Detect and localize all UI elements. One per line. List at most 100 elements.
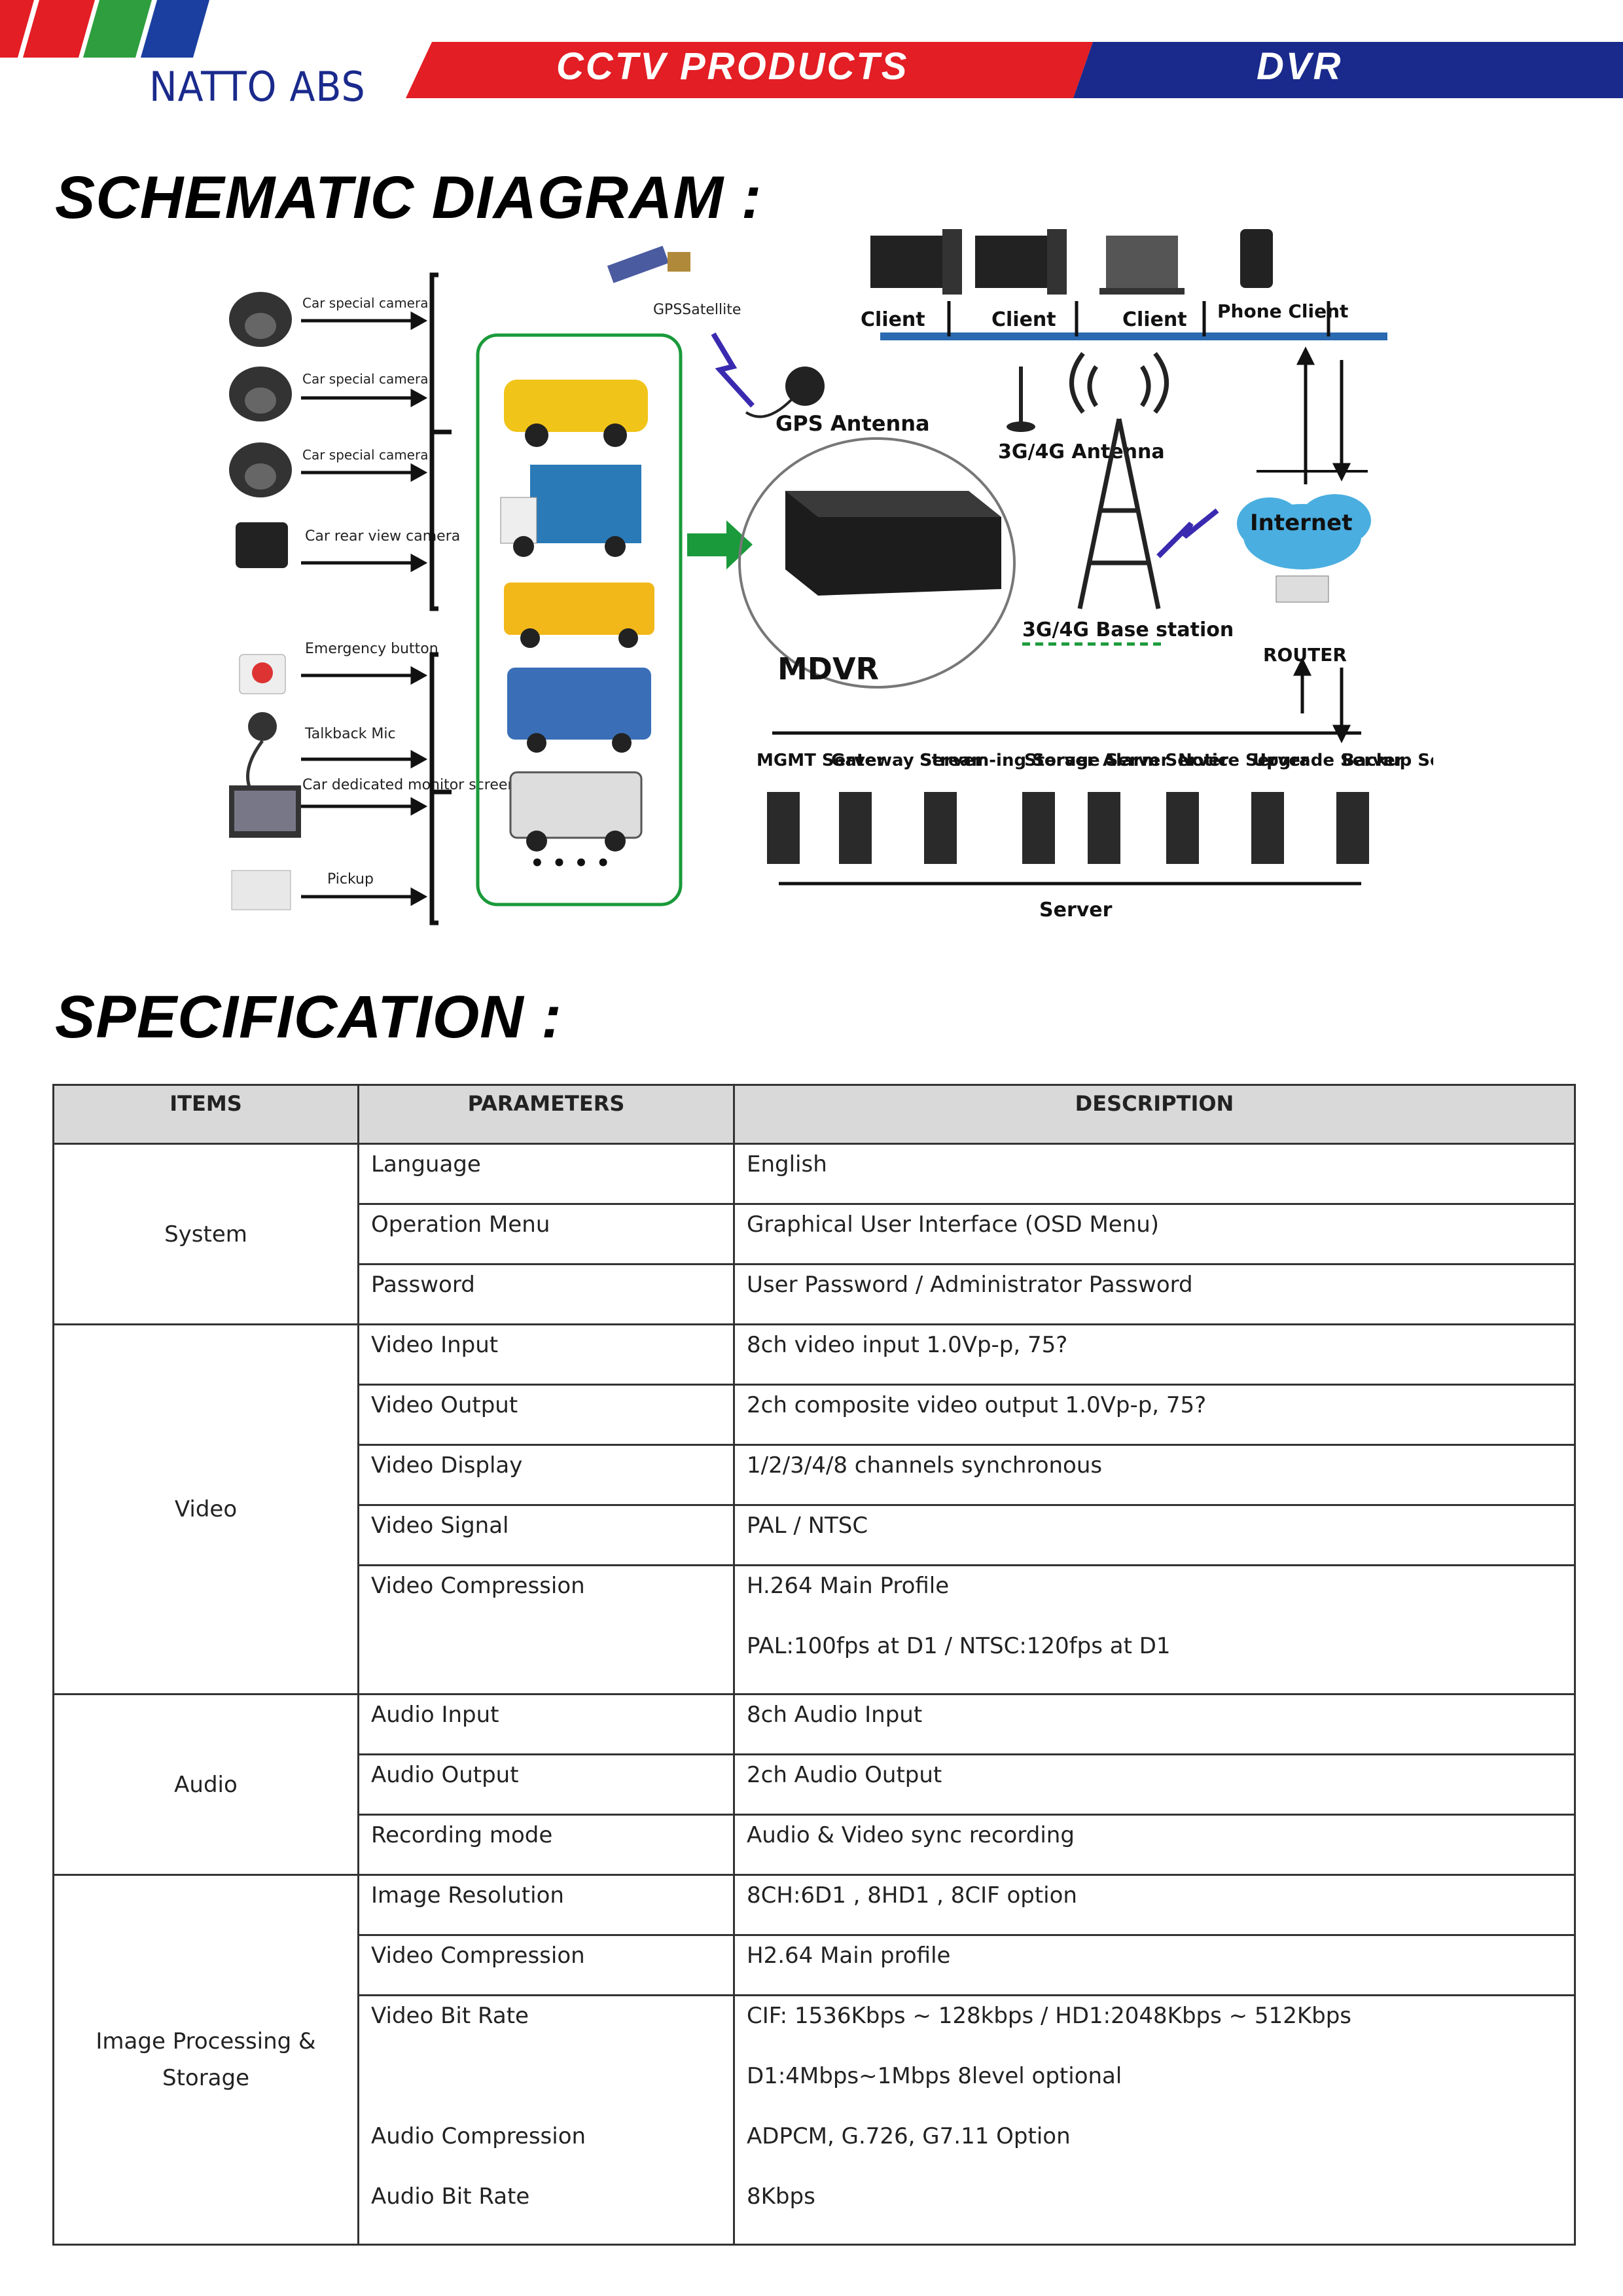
input-label: Car special camera (302, 447, 428, 463)
item-image-processing: Image Processing & Storage (52, 1874, 359, 2246)
param-cell: Video Compression (357, 1934, 735, 1996)
desc-line: ADPCM, G.726, G7.11 Option (747, 2123, 1071, 2149)
server-icon (839, 792, 872, 864)
item-line: Storage (162, 2065, 250, 2091)
desc-line: PAL:100fps at D1 / NTSC:120fps at D1 (747, 1633, 1171, 1659)
input-label: Emergency button (305, 641, 438, 657)
input-label: Car rear view camera (305, 528, 460, 545)
desc-cell: 2ch composite video output 1.0Vp-p, 75? (733, 1384, 1576, 1446)
bracket (429, 272, 452, 611)
table-row: Image Processing & Storage Image Resolut… (52, 1874, 1576, 2246)
mdvr-label: MDVR (777, 651, 879, 687)
input-label: Car special camera (302, 295, 428, 311)
brand-logo-mark (0, 0, 209, 58)
desc-cell: 8ch Audio Input (733, 1693, 1576, 1755)
server-label: Backup Server (1342, 751, 1433, 770)
banner-product: DVR (1257, 45, 1343, 88)
client-label: Client (861, 308, 925, 331)
server-icon (767, 792, 800, 864)
taxi-icon (504, 380, 648, 447)
table-row: Video Display 1/2/3/4/8 channels synchro… (54, 1444, 1576, 1506)
server-icon (924, 792, 957, 864)
desc-line: H.264 Main Profile (747, 1573, 950, 1599)
param-cell: Operation Menu (357, 1203, 735, 1265)
truck-icon (500, 465, 641, 557)
specification-title: SPECIFICATION : (55, 984, 562, 1050)
microphone-icon (248, 712, 277, 741)
desc-cell: English (733, 1143, 1576, 1205)
input-label: Talkback Mic (304, 726, 396, 742)
desc-cell: H2.64 Main profile (733, 1934, 1576, 1996)
table-row: Audio Output 2ch Audio Output (54, 1753, 1576, 1816)
router-icon (1275, 575, 1329, 603)
server-label: Storage Server (1024, 751, 1169, 770)
school-bus-icon (504, 583, 654, 648)
gps-satellite-label: GPSSatellite (653, 302, 741, 318)
internet-cloud-icon (1237, 494, 1371, 569)
param-cell: Video Bit Rate Audio Compression Audio B… (357, 1994, 735, 2246)
desc-line: 8Kbps (747, 2183, 815, 2210)
internet-label: Internet (1250, 510, 1352, 536)
param-line: Audio Bit Rate (371, 2183, 530, 2210)
server-icon (1166, 792, 1199, 864)
satellite-icon (607, 245, 690, 283)
router-label: ROUTER (1263, 644, 1347, 666)
client-label: Client (1122, 308, 1187, 331)
table-row: Password User Password / Administrator P… (54, 1263, 1576, 1325)
param-cell: Audio Output (357, 1753, 735, 1816)
param-cell: Password (357, 1263, 735, 1325)
param-cell: Image Resolution (357, 1874, 735, 1936)
desc-cell: Audio & Video sync recording (733, 1814, 1576, 1876)
header-banner (406, 42, 1623, 98)
server-icon (1336, 792, 1369, 864)
signal-bolt (1156, 508, 1219, 558)
table-row: Audio Audio Input 8ch Audio Input (52, 1693, 1576, 1876)
gps-antenna-label: GPS Antenna (776, 411, 930, 436)
table-row: Operation Menu Graphical User Interface … (54, 1203, 1576, 1265)
table-row: Recording mode Audio & Video sync record… (54, 1814, 1576, 1876)
desktop-client-icon (975, 229, 1067, 295)
server-label: Alarm Server (1103, 751, 1228, 770)
desc-cell: CIF: 1536Kbps ~ 128kbps / HD1:2048Kbps ~… (733, 1994, 1576, 2246)
server-label: Stream-ing Server (919, 751, 1096, 770)
3g-antenna-label: 3G/4G Antenna (998, 440, 1165, 463)
dome-camera-icon (229, 367, 292, 422)
item-video: Video (52, 1323, 359, 1695)
desc-cell: 1/2/3/4/8 channels synchronous (733, 1444, 1576, 1506)
param-cell: Video Signal (357, 1504, 735, 1566)
flow-arrow (687, 520, 753, 569)
table-row: Video Bit Rate Audio Compression Audio B… (54, 1994, 1576, 2246)
param-cell: Video Compression (357, 1564, 735, 1695)
coach-bus-icon (507, 668, 651, 753)
desc-cell: 8ch video input 1.0Vp-p, 75? (733, 1323, 1576, 1386)
table-row: Video Compression H.264 Main Profile PAL… (54, 1564, 1576, 1695)
table-row: Video Video Input 8ch video input 1.0Vp-… (52, 1323, 1576, 1695)
param-line: Video Bit Rate (371, 2003, 529, 2029)
desc-cell: PAL / NTSC (733, 1504, 1576, 1566)
param-line (371, 2063, 721, 2123)
param-cell: Video Output (357, 1384, 735, 1446)
input-label: Car dedicated monitor screen (302, 777, 516, 793)
gps-antenna-icon (745, 367, 825, 418)
client-label: Phone Client (1217, 300, 1348, 322)
server-icon (1088, 792, 1120, 864)
rear-camera-icon (236, 522, 288, 568)
laptop-client-icon (1099, 236, 1185, 295)
banner-category: CCTV PRODUCTS (556, 45, 909, 88)
specification-table: ITEMS PARAMETERS DESCRIPTION System Lang… (52, 1084, 1576, 2246)
desktop-client-icon (870, 229, 962, 295)
cell-tower-icon (1069, 351, 1169, 609)
pickup-icon (231, 870, 291, 910)
table-header-row: ITEMS PARAMETERS DESCRIPTION (52, 1084, 1576, 1145)
param-line: Video Compression (371, 1573, 585, 1599)
server-label: Notice Server (1178, 751, 1309, 770)
desc-cell: 8CH:6D1 , 8HD1 , 8CIF option (733, 1874, 1576, 1936)
header-items: ITEMS (52, 1084, 359, 1145)
dome-camera-icon (229, 442, 292, 497)
server-label: Upgrade Server (1253, 751, 1404, 770)
schematic-diagram: Car special camera Car special camera Ca… (229, 229, 1433, 925)
server-icon (1251, 792, 1284, 864)
desc-cell: H.264 Main Profile PAL:100fps at D1 / NT… (733, 1564, 1576, 1695)
base-station-label: 3G/4G Base station (1022, 619, 1234, 641)
armored-van-icon (509, 771, 643, 852)
